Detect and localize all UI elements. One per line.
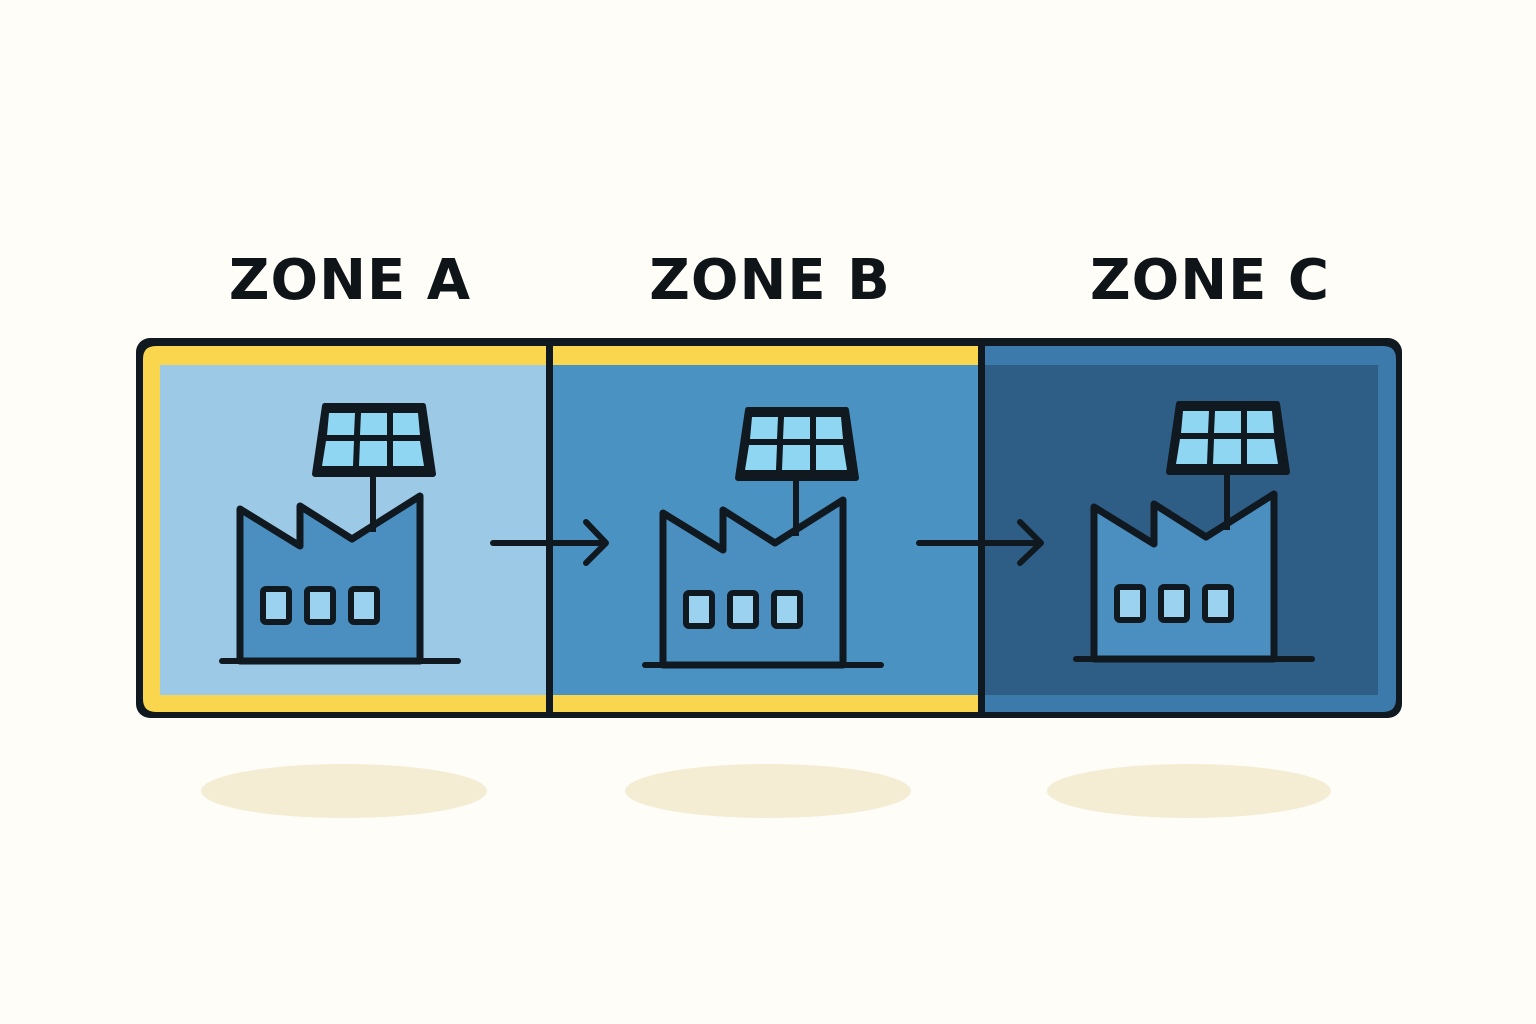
zone-b-title: ZONE B xyxy=(649,248,891,313)
zone-b-shadow xyxy=(625,764,911,818)
zone-a-title: ZONE A xyxy=(228,248,472,313)
zone-c-shadow xyxy=(1047,764,1331,818)
arrow-right-icon xyxy=(916,519,1044,566)
zone-a-shadow xyxy=(201,764,487,818)
zone-c-title: ZONE C xyxy=(1090,248,1330,313)
arrow-right-icon xyxy=(490,519,609,566)
